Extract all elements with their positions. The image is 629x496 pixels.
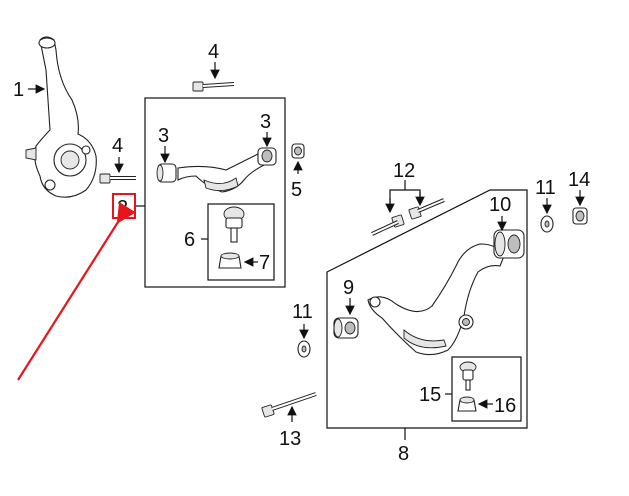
upper-ball-joint-part xyxy=(223,206,245,243)
lower-ball-joint-nut-part xyxy=(457,396,477,412)
lower-ball-joint-part xyxy=(459,361,477,391)
lower-arm-assembly-box xyxy=(326,189,528,429)
callout-11-right: 11 xyxy=(535,177,556,199)
callout-14: 14 xyxy=(568,169,590,191)
callout-3-right: 3 xyxy=(260,111,271,133)
callout-12: 12 xyxy=(393,160,415,182)
callout-11-left: 11 xyxy=(292,301,313,323)
highlight-arrow xyxy=(17,201,136,381)
callout-16: 16 xyxy=(494,395,516,417)
lower-arm-nut-part xyxy=(572,207,588,225)
callout-10: 10 xyxy=(489,194,511,216)
long-bolt-part xyxy=(261,392,317,418)
lower-arm-bolt-part xyxy=(371,198,445,236)
callout-5: 5 xyxy=(291,179,302,201)
callout-15: 15 xyxy=(419,384,441,406)
callout-8: 8 xyxy=(398,443,409,465)
lower-rear-bushing-part xyxy=(493,229,525,259)
bushing-left-part xyxy=(156,163,177,183)
upper-ball-joint-nut-part xyxy=(218,252,242,269)
washer-left-part xyxy=(297,340,311,358)
callout-9: 9 xyxy=(343,277,354,299)
upper-ball-joint-box xyxy=(207,203,275,281)
knuckle-bolt-part xyxy=(99,173,136,184)
lower-control-arm-part xyxy=(367,243,505,356)
washer-right-part xyxy=(540,215,554,233)
steering-knuckle-part xyxy=(25,36,97,198)
bushing-right-part xyxy=(257,147,277,166)
callout-3-left: 3 xyxy=(158,125,169,147)
callout-4-top: 4 xyxy=(208,41,219,63)
upper-arm-assembly-box xyxy=(144,97,286,288)
upper-control-arm-part xyxy=(177,151,267,193)
lower-front-bushing-part xyxy=(333,317,359,339)
callout-1: 1 xyxy=(13,79,24,101)
lower-ball-joint-box xyxy=(451,356,522,422)
callout-6: 6 xyxy=(184,229,195,251)
upper-arm-nut-part xyxy=(291,143,305,159)
callout-2: 2 xyxy=(117,197,128,219)
upper-arm-bolt-part xyxy=(192,81,235,92)
callout-7: 7 xyxy=(259,252,270,274)
callout-13: 13 xyxy=(279,428,301,450)
callout-4-left: 4 xyxy=(112,135,123,157)
